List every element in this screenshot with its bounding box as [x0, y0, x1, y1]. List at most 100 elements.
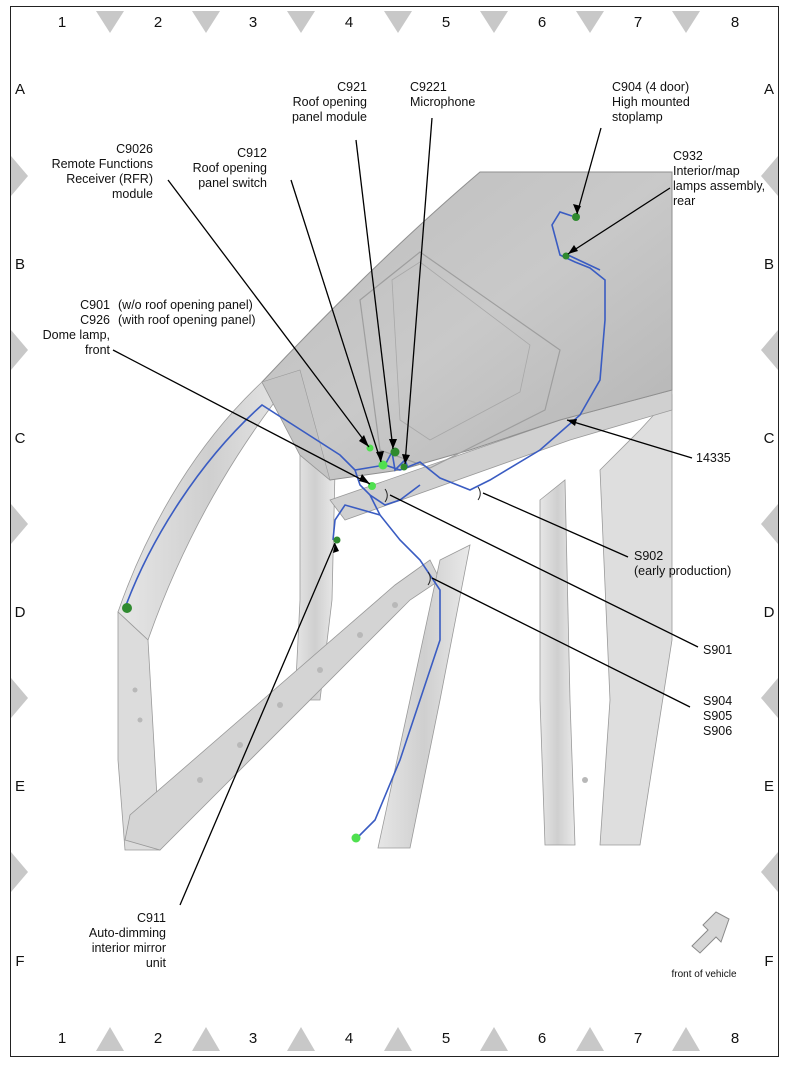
connector-c932	[562, 252, 570, 260]
grid-marker-top	[672, 11, 700, 33]
connector-c904	[572, 213, 580, 221]
label-line: High mounted	[612, 95, 690, 109]
grid-row-label: F	[15, 953, 24, 970]
label-line: C9026	[116, 142, 153, 156]
grid-column-label: 1	[58, 1030, 66, 1047]
front-of-vehicle-arrow-icon	[691, 911, 730, 954]
grid-column-label: 3	[249, 1030, 257, 1047]
label-line: lamps assembly,	[673, 179, 765, 193]
grid-marker-top	[96, 11, 124, 33]
label-line: unit	[146, 956, 167, 970]
label-line: Interior/map	[673, 164, 740, 178]
grid-column-label: 1	[58, 14, 66, 31]
grid-column-label: 8	[731, 14, 739, 31]
label-line: rear	[673, 194, 695, 208]
label-line: Roof opening	[293, 95, 367, 109]
label-c901-note: (w/o roof opening panel)(with roof openi…	[118, 298, 256, 327]
grid-column-label: 7	[634, 14, 642, 31]
label-line: (with roof opening panel)	[118, 313, 256, 327]
grid-marker-bottom	[192, 1027, 220, 1051]
grid-marker-left	[11, 852, 28, 892]
grid-column-label: 7	[634, 1030, 642, 1047]
label-line: S905	[703, 709, 732, 723]
splice-marks	[384, 486, 481, 586]
label-line: front of vehicle	[671, 969, 736, 980]
label-s901: S901	[703, 643, 732, 657]
grid-column-label: 2	[154, 14, 162, 31]
label-line: C901	[80, 298, 110, 312]
grid-row-label: D	[764, 604, 775, 621]
grid-column-label: 6	[538, 1030, 546, 1047]
grid-row-label: F	[764, 953, 773, 970]
label-line: (early production)	[634, 564, 731, 578]
label-line: (w/o roof opening panel)	[118, 298, 253, 312]
connector-c921	[378, 460, 388, 470]
label-line: C926	[80, 313, 110, 327]
leader-lines	[112, 117, 699, 906]
grid-marker-right	[761, 330, 778, 370]
grid-column-label: 4	[345, 14, 353, 31]
grid-marker-right	[761, 678, 778, 718]
grid-marker-top	[287, 11, 315, 33]
harness-14335	[124, 211, 606, 839]
grid-column-label: 5	[442, 14, 450, 31]
grid-markers	[11, 11, 778, 1051]
label-line: Microphone	[410, 95, 475, 109]
grid-marker-right	[761, 156, 778, 196]
grid-row-label: A	[764, 81, 774, 98]
grid-marker-bottom	[672, 1027, 700, 1051]
label-s902: S902(early production)	[634, 549, 731, 578]
connector-left-a-pillar	[122, 603, 132, 613]
label-line: stoplamp	[612, 110, 663, 124]
leader-arrowheads	[333, 204, 581, 553]
connector-c9221	[400, 463, 408, 471]
label-front-of-vehicle: front of vehicle	[671, 969, 736, 980]
grid-row-label: B	[764, 256, 774, 273]
label-line: Roof opening	[193, 161, 267, 175]
label-14335: 14335	[696, 451, 731, 465]
grid-marker-top	[192, 11, 220, 33]
grid-column-label: 4	[345, 1030, 353, 1047]
grid-marker-top	[480, 11, 508, 33]
label-line: panel module	[292, 110, 367, 124]
label-line: Auto-dimming	[89, 926, 166, 940]
label-line: 14335	[696, 451, 731, 465]
grid-column-label: 2	[154, 1030, 162, 1047]
vehicle-body-illustration	[117, 171, 673, 851]
grid-row-label: E	[15, 778, 25, 795]
grid-marker-left	[11, 330, 28, 370]
grid-column-label: 3	[249, 14, 257, 31]
grid-marker-left	[11, 156, 28, 196]
grid-marker-top	[384, 11, 412, 33]
grid-marker-right	[761, 504, 778, 544]
label-line: Remote Functions	[52, 157, 153, 171]
label-line: panel switch	[198, 176, 267, 190]
grid-column-label: 5	[442, 1030, 450, 1047]
grid-row-label: C	[15, 430, 26, 447]
grid-marker-left	[11, 504, 28, 544]
label-line: C912	[237, 146, 267, 160]
label-line: interior mirror	[92, 941, 166, 955]
grid-marker-bottom	[96, 1027, 124, 1051]
label-line: C911	[137, 911, 166, 925]
connector-lower	[351, 833, 361, 843]
grid-marker-bottom	[576, 1027, 604, 1051]
label-line: C921	[337, 80, 367, 94]
grid-row-label: B	[15, 256, 25, 273]
grid-column-label: 6	[538, 14, 546, 31]
grid-marker-bottom	[384, 1027, 412, 1051]
label-line: C932	[673, 149, 703, 163]
label-line: Receiver (RFR)	[66, 172, 153, 186]
label-line: S904	[703, 694, 732, 708]
connectors	[122, 213, 580, 843]
grid-marker-top	[576, 11, 604, 33]
